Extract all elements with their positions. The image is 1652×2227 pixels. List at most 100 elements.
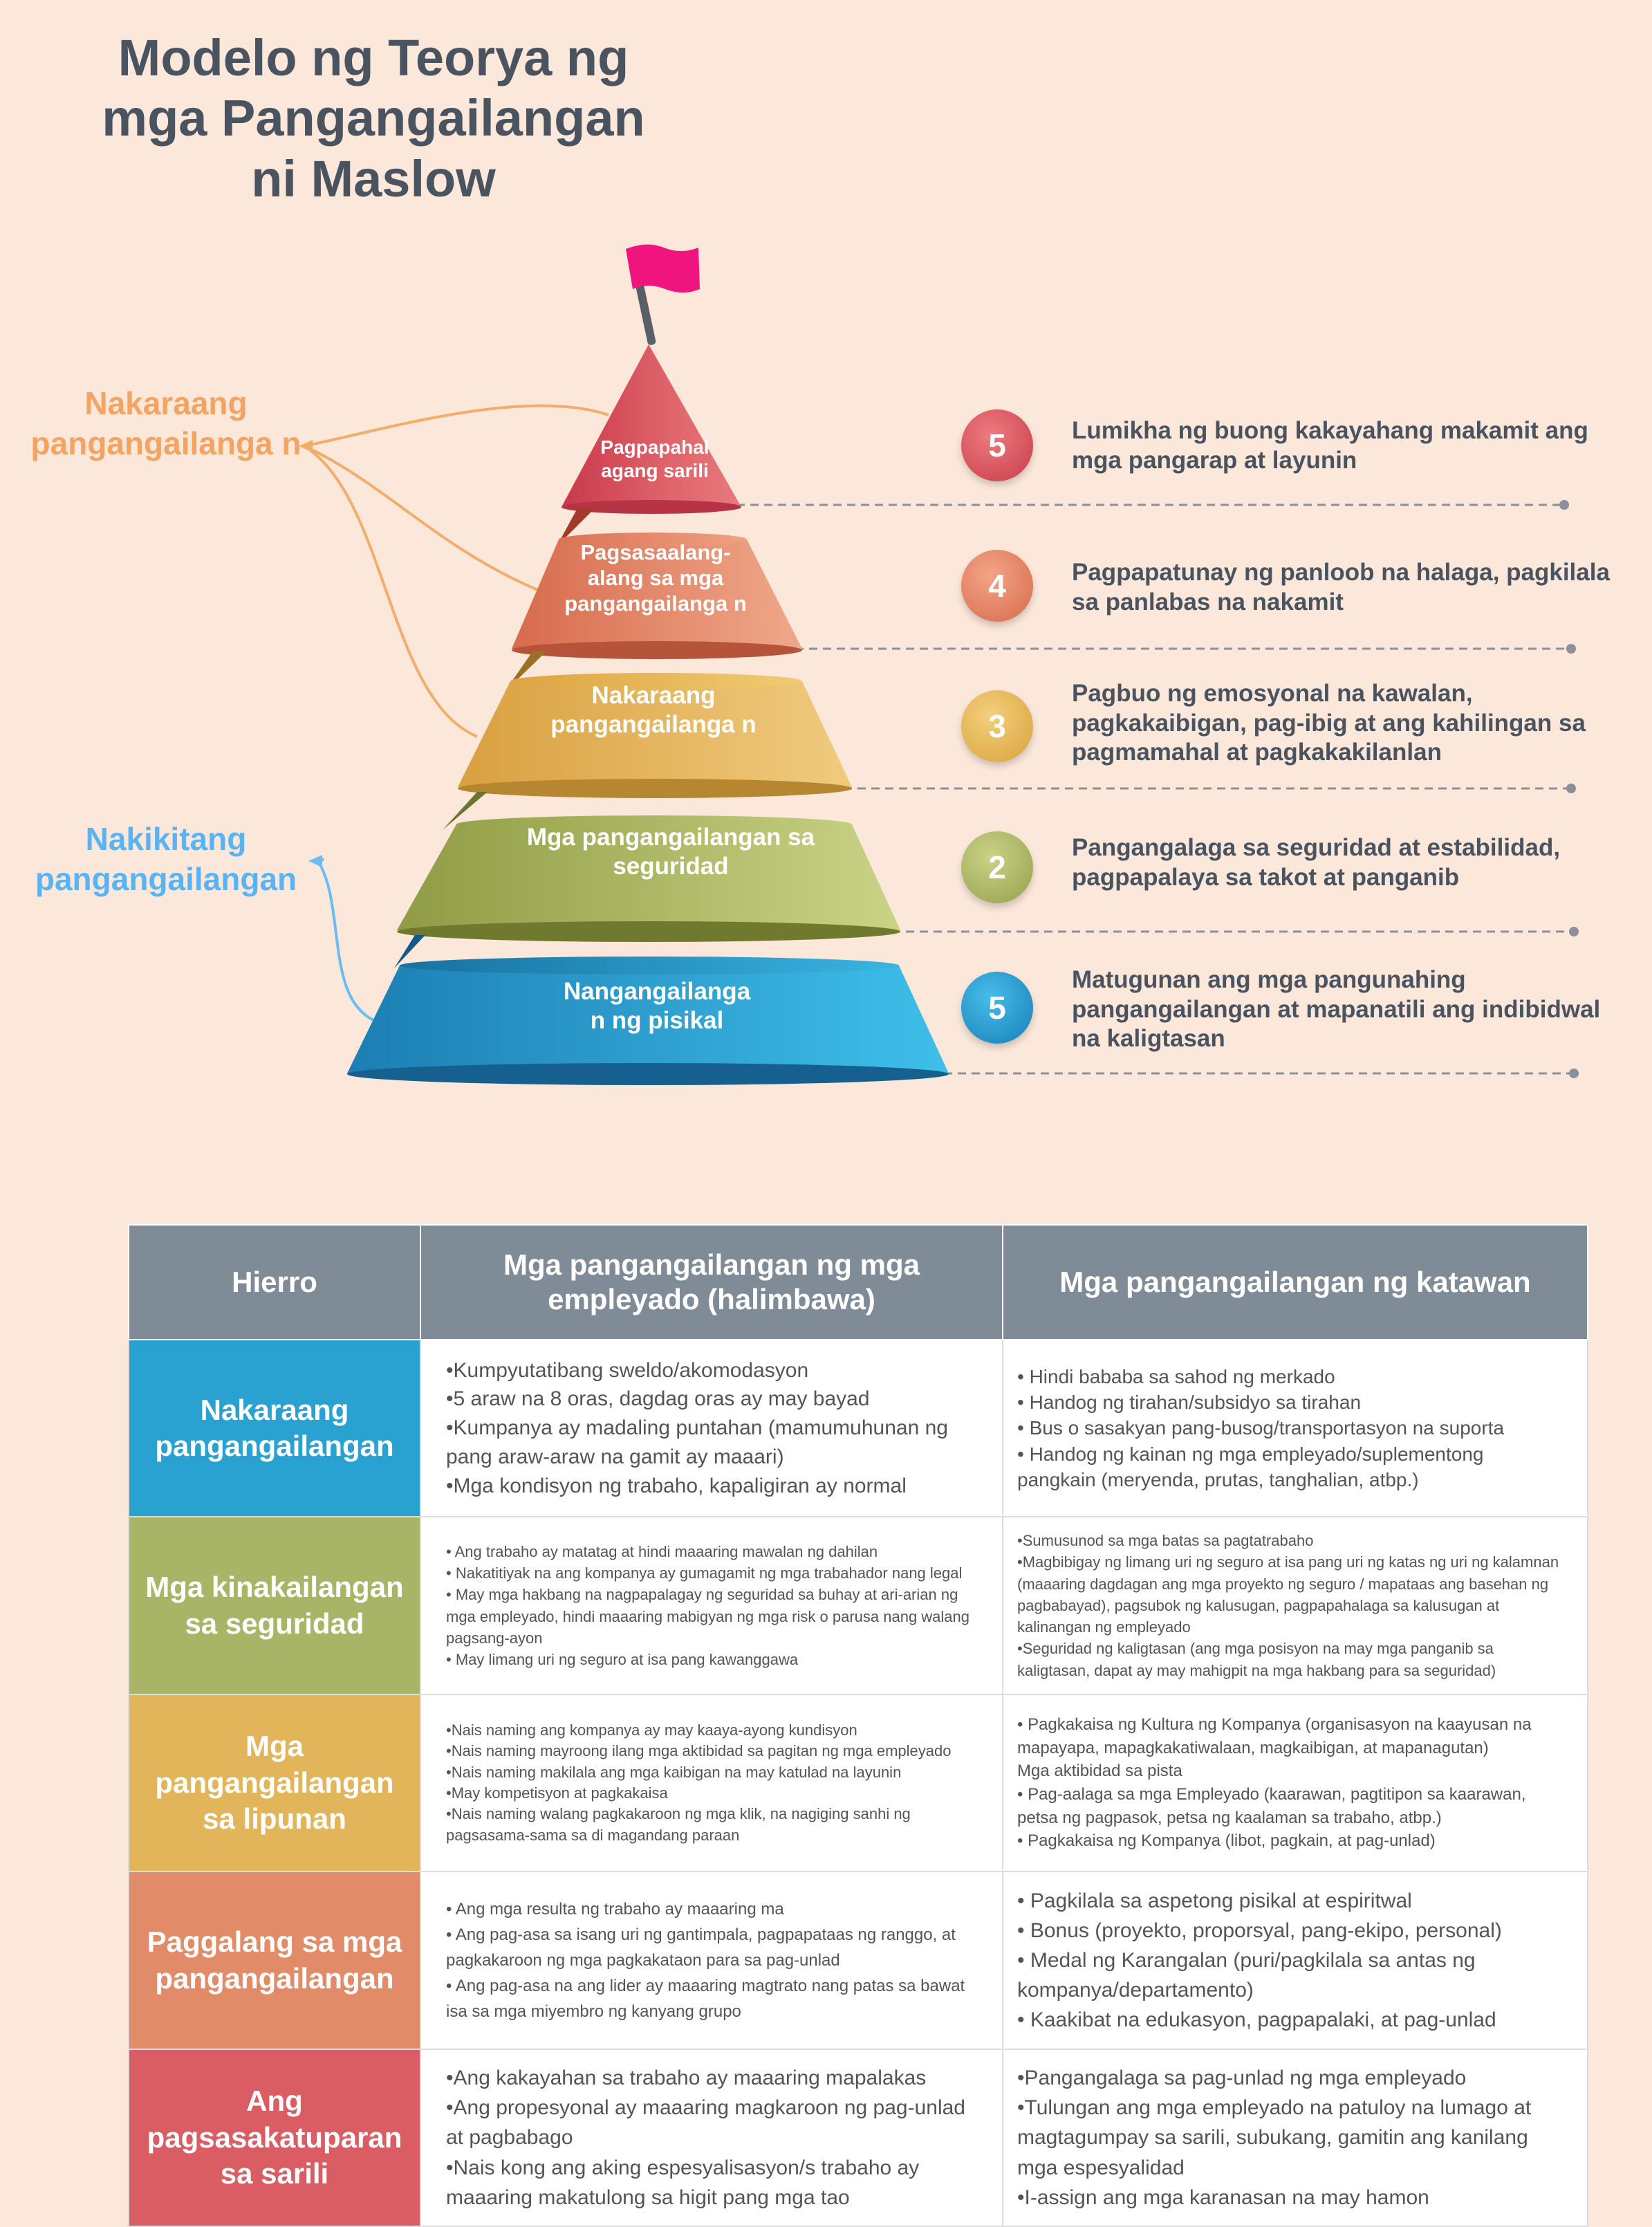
list-item: • Bonus (proyekto, proporsyal, pang-ekip… [1017,1919,1502,1942]
employee-needs-cell: • Ang mga resulta ng trabaho ay maaaring… [420,1871,1003,2050]
row-label: Ang pagsasakatuparan sa sarili [128,2049,421,2227]
tier-1-badge: 5 [961,409,1033,481]
body-needs-cell: • Pagkilala sa aspetong pisikal at espir… [1002,1871,1588,2050]
tier-4-badge: 2 [961,831,1033,903]
list-item: •Kumpanya ay madaling puntahan (mamumuhu… [446,1416,948,1468]
body-needs-cell: • Pagkakaisa ng Kultura ng Kompanya (org… [1002,1694,1588,1872]
tier-3-description: Pagbuo ng emosyonal na kawalan, pagkakai… [1072,680,1586,766]
title-line-1: Modelo ng Teorya ng [118,29,629,86]
tier-1-description: Lumikha ng buong kakayahang makamit ang … [1072,417,1588,474]
header-body-needs: Mga pangangailangan ng katawan [1002,1224,1588,1340]
tier-5-label: Nangangailanga n ng pisikal [563,978,751,1034]
tier-4-label: Mga pangangailangan sa seguridad [526,824,815,880]
tier-5-shadow [394,935,425,968]
flag-icon [626,244,700,293]
list-item: • Medal ng Karangalan (puri/pagkilala sa… [1017,1948,1476,2002]
past-needs-label: Nakaraang pangangailanga n [30,385,301,461]
connector-curve [303,445,478,738]
list-item: Mga aktibidad sa pista [1017,1762,1182,1781]
employee-needs-cell: •Kumpyutatibang sweldo/akomodasyon •5 ar… [420,1339,1003,1517]
list-item: • Ang trabaho ay matatag at hindi maaari… [446,1542,878,1560]
connector-curve [304,445,550,596]
list-item: • Kaakibat na edukasyon, pagpapalaki, at… [1017,2008,1496,2032]
list-item: • Nakatitiyak na ang kompanya ay gumagam… [446,1564,963,1582]
title-line-3: ni Maslow [251,149,496,207]
tier-2-top [559,533,747,546]
tier-5-base [347,1063,949,1085]
table-header-row: Hierro Mga pangangailangan ng mga empley… [128,1224,1588,1340]
list-item: •Kumpyutatibang sweldo/akomodasyon [446,1358,809,1382]
tier-2-base [512,641,802,659]
body-needs-cell: •Pangangalaga sa pag-unlad ng mga empley… [1002,2049,1588,2227]
tier-1-shape [562,344,741,507]
body-needs-cell: • Hindi bababa sa sahod ng merkado • Han… [1002,1339,1588,1517]
tier-3-label: Nakaraang pangangailanga n [550,682,757,738]
list-item: •Mga kondisyon ng trabaho, kapaligiran a… [446,1474,907,1497]
employee-needs-cell: • Ang trabaho ay matatag at hindi maaari… [420,1516,1003,1695]
guide-dot [1559,500,1569,510]
employee-needs-cell: •Nais naming ang kompanya ay may kaaya-a… [420,1694,1003,1872]
tier-1-label: Pagpapahal agang sarili [600,436,709,481]
list-item: • Bus o sasakyan pang-busog/transportasy… [1017,1417,1505,1439]
list-item: •Ang kakayahan sa trabaho ay maaaring ma… [446,2067,927,2090]
list-item: •Nais kong ang aking espesyalisasyon/s t… [446,2156,920,2209]
arrow-head-icon [308,855,322,867]
tier-5-badge: 5 [961,972,1033,1044]
list-item: • Hindi bababa sa sahod ng merkado [1017,1365,1335,1387]
tier-5-top [400,957,899,974]
tier-4-shadow [443,792,488,830]
tier-2-description: Pagpapatunay ng panloob na halaga, pagki… [1072,559,1610,616]
row-label: Mga pangangailangan sa lipunan [128,1694,421,1872]
tier-2-shape [512,539,802,649]
connector-curve [304,404,609,447]
table-row: Mga pangangailangan sa lipunan •Nais nam… [128,1694,1588,1872]
row-label: Mga kinakailangan sa seguridad [128,1516,421,1695]
tier-3-base [458,779,852,798]
table-row: Paggalang sa mga pangangailangan • Ang m… [128,1871,1588,2050]
table-row: Nakaraang pangangailangan •Kumpyutatiban… [128,1339,1588,1517]
employee-needs-cell: •Ang kakayahan sa trabaho ay maaaring ma… [420,2049,1003,2227]
list-item: •Seguridad ng kaligtasan (ang mga posisy… [1017,1640,1496,1679]
page-title: Modelo ng Teorya ng mga Pangangailangan … [69,28,678,209]
list-item: • Pag-aalaga sa mga Empleyado (kaarawan,… [1017,1785,1526,1827]
table-row: Ang pagsasakatuparan sa sarili •Ang kaka… [128,2049,1588,2227]
connector-curve [317,860,374,1022]
visible-needs-label: Nakikitang pangangailangan [35,821,297,897]
list-item: •I-assign ang mga karanasan na may hamon [1017,2186,1429,2209]
tier-4-description: Pangangalaga sa seguridad at estabilidad… [1072,834,1561,891]
list-item: • May mga hakbang na nagpapalagay ng seg… [446,1586,970,1647]
title-line-2: mga Pangangailangan [102,89,645,147]
list-item: • Handog ng tirahan/subsidyo sa tirahan [1017,1392,1362,1414]
tier-1-base [562,500,741,514]
body-needs-cell: •Sumusunod sa mga batas sa pagtatrabaho … [1002,1516,1588,1695]
list-item: •Ang propesyonal ay maaaring magkaroon n… [446,2096,965,2150]
list-item: •Nais naming walang pagkakaroon ng mga k… [446,1805,911,1844]
table-row: Mga kinakailangan sa seguridad • Ang tra… [128,1516,1588,1695]
header-employee-needs: Mga pangangailangan ng mga empleyado (ha… [420,1224,1003,1340]
list-item: •Nais naming makilala ang mga kaibigan n… [446,1763,902,1781]
list-item: •Sumusunod sa mga batas sa pagtatrabaho [1017,1532,1314,1550]
list-item: • Pagkakaisa ng Kultura ng Kompanya (org… [1017,1715,1532,1757]
list-item: •Tulungan ang mga empleyado na patuloy n… [1017,2096,1532,2179]
row-label: Nakaraang pangangailangan [128,1339,421,1517]
list-item: • Pagkilala sa aspetong pisikal at espir… [1017,1889,1412,1912]
guide-dot [1566,784,1576,793]
list-item: • Handog ng kainan ng mga empleyado/supl… [1017,1443,1484,1490]
list-item: • Ang mga resulta ng trabaho ay maaaring… [446,1899,784,1919]
list-item: •Magbibigay ng limang uri ng seguro at i… [1017,1553,1559,1636]
list-item: • Pagkakaisa ng Kompanya (libot, pagkain… [1017,1831,1436,1851]
tier-5-shape [347,965,949,1073]
pyramid-diagram [299,244,1579,1085]
tier-3-badge: 3 [961,690,1033,762]
tier-3-top [510,673,802,690]
tier-4-shape [397,824,900,930]
guide-dot [1569,1069,1579,1078]
list-item: •Nais naming ang kompanya ay may kaaya-a… [446,1721,857,1739]
tier-5-description: Matugunan ang mga pangunahing pangangail… [1072,966,1601,1053]
hierarchy-table: Hierro Mga pangangailangan ng mga empley… [128,1224,1588,2227]
list-item: •Pangangalaga sa pag-unlad ng mga empley… [1017,2067,1467,2090]
tier-3-shape [458,681,852,787]
list-item: • Ang pag-asa sa isang uri ng gantimpala… [446,1925,956,1970]
arrow-head-icon [299,440,313,452]
guide-dot [1569,927,1579,936]
